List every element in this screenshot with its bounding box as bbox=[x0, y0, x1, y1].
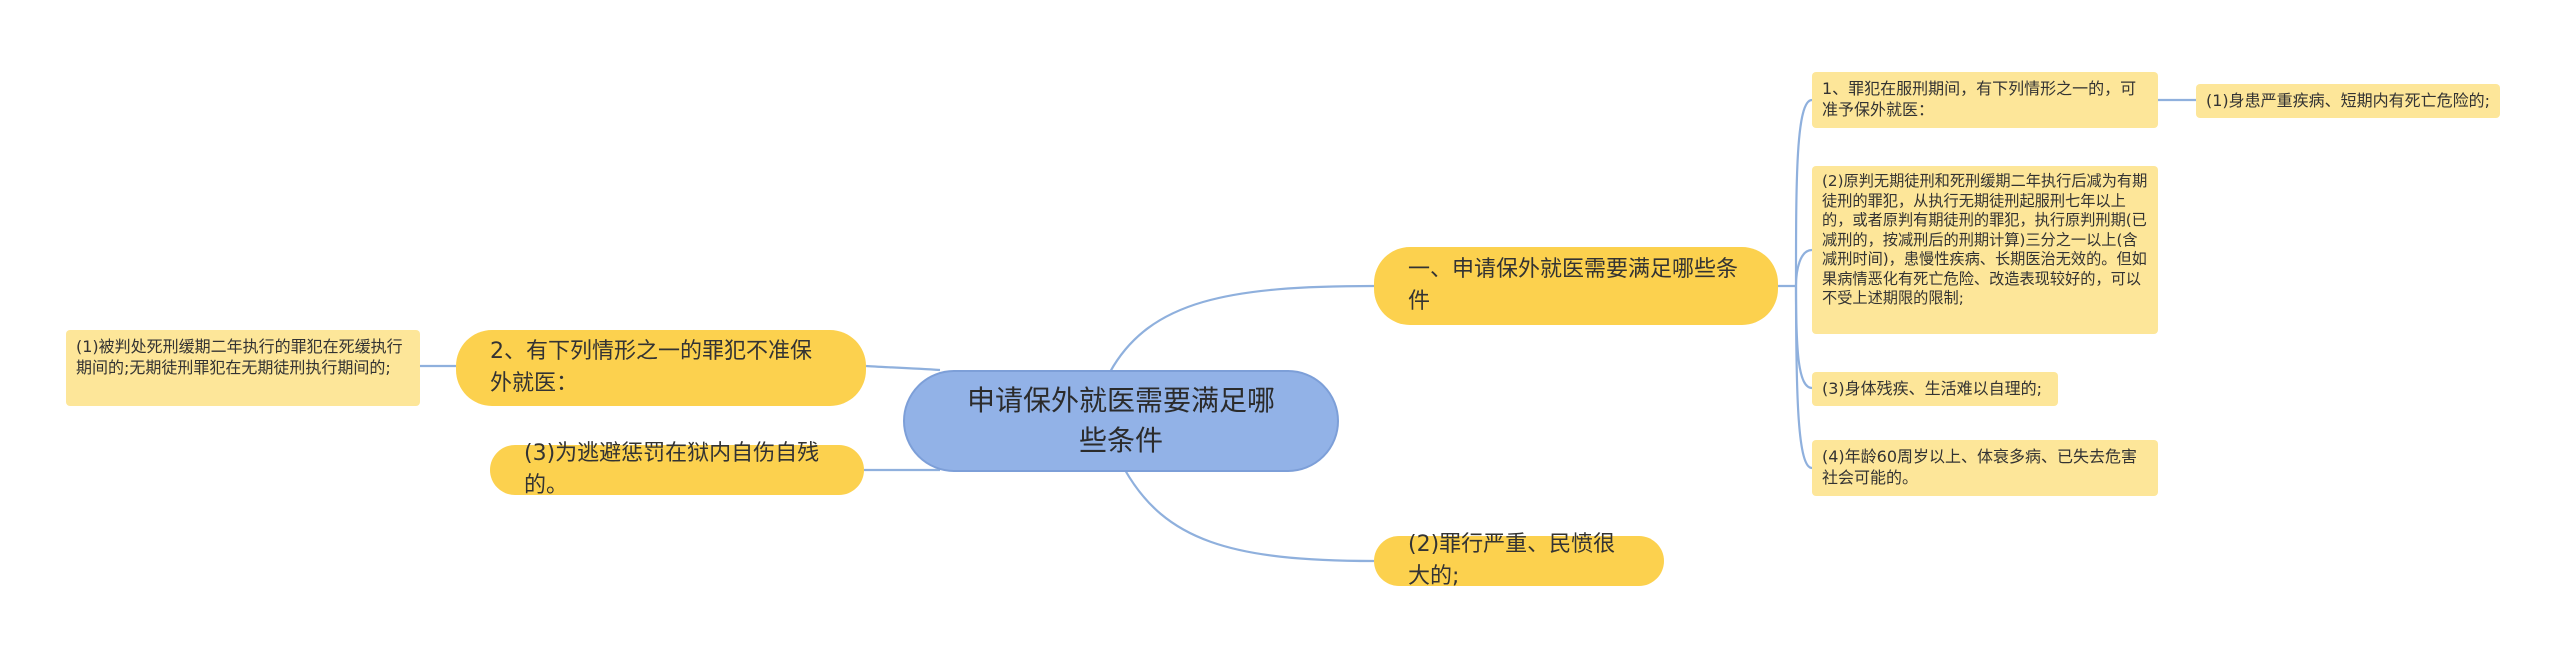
link-branch1-to-item1 bbox=[1794, 98, 1813, 287]
branch-not-allowed[interactable]: 2、有下列情形之一的罪犯不准保外就医： bbox=[456, 330, 866, 406]
leaf-chronic-disease-text: (2)原判无期徒刑和死刑缓期二年执行后减为有期徒刑的罪犯，从执行无期徒刑起服刑七… bbox=[1822, 172, 2148, 307]
link-root-to-left-branch1 bbox=[865, 364, 941, 372]
branch-self-harm-label: (3)为逃避惩罚在狱内自伤自残的。 bbox=[524, 441, 820, 498]
branch-serious-crime[interactable]: (2)罪行严重、民愤很大的; bbox=[1374, 532, 1664, 589]
branch-self-harm[interactable]: (3)为逃避惩罚在狱内自伤自残的。 bbox=[490, 441, 864, 498]
leaf-serious-illness[interactable]: (1)身患严重疾病、短期内有死亡危险的; bbox=[2196, 84, 2500, 118]
link-root-to-branch2 bbox=[1124, 469, 1375, 563]
leaf-elderly[interactable]: (4)年龄60周岁以上、体衰多病、已失去危害社会可能的。 bbox=[1812, 440, 2158, 496]
leaf-death-sentence-suspended[interactable]: (1)被判处死刑缓期二年执行的罪犯在死缓执行期间的;无期徒刑罪犯在无期徒刑执行期… bbox=[66, 330, 420, 406]
leaf-serious-illness-text: (1)身患严重疾病、短期内有死亡危险的; bbox=[2206, 91, 2491, 110]
root-topic-label: 申请保外就医需要满足哪些条件 bbox=[966, 384, 1275, 457]
leaf-disability-text: (3)身体残疾、生活难以自理的; bbox=[1822, 379, 2043, 398]
link-branch1-to-item2 bbox=[1794, 248, 1813, 287]
branch-serious-crime-label: (2)罪行严重、民愤很大的; bbox=[1408, 532, 1616, 589]
branch-conditions[interactable]: 一、申请保外就医需要满足哪些条件 bbox=[1374, 247, 1778, 325]
leaf-elderly-text: (4)年龄60周岁以上、体衰多病、已失去危害社会可能的。 bbox=[1822, 447, 2138, 487]
root-topic[interactable]: 申请保外就医需要满足哪些条件 bbox=[903, 370, 1339, 472]
leaf-allowed-conditions-text: 1、罪犯在服刑期间，有下列情形之一的，可准予保外就医： bbox=[1822, 79, 2137, 119]
branch-not-allowed-label: 2、有下列情形之一的罪犯不准保外就医： bbox=[490, 339, 812, 396]
link-branch1-to-item4 bbox=[1794, 285, 1813, 470]
leaf-disability[interactable]: (3)身体残疾、生活难以自理的; bbox=[1812, 372, 2058, 406]
leaf-death-sentence-suspended-text: (1)被判处死刑缓期二年执行的罪犯在死缓执行期间的;无期徒刑罪犯在无期徒刑执行期… bbox=[76, 337, 403, 377]
link-root-to-branch1 bbox=[1109, 284, 1375, 373]
link-branch1-to-item3 bbox=[1794, 285, 1813, 390]
leaf-allowed-conditions[interactable]: 1、罪犯在服刑期间，有下列情形之一的，可准予保外就医： bbox=[1812, 72, 2158, 128]
leaf-chronic-disease[interactable]: (2)原判无期徒刑和死刑缓期二年执行后减为有期徒刑的罪犯，从执行无期徒刑起服刑七… bbox=[1812, 166, 2158, 334]
branch-conditions-label: 一、申请保外就医需要满足哪些条件 bbox=[1408, 257, 1739, 314]
